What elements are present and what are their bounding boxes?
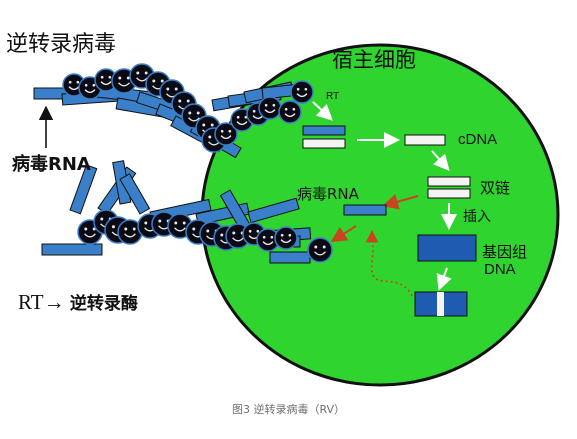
smiley-face-icon bbox=[94, 68, 118, 92]
rt-small-label: RT bbox=[326, 91, 340, 102]
rt-arrow bbox=[312, 101, 333, 121]
figure-caption: 图3 逆转录病毒（RV） bbox=[231, 403, 346, 416]
genome-dna-label-line2: DNA bbox=[484, 261, 516, 278]
new-viral-rna bbox=[343, 204, 387, 216]
rna-strand bbox=[41, 243, 103, 256]
transcription-arrow bbox=[382, 194, 419, 210]
rt-abbrev: RT bbox=[18, 290, 44, 314]
insertion-label: 插入 bbox=[463, 209, 491, 225]
viral-rna-outer-label: 病毒RNA bbox=[12, 154, 91, 175]
smiley-face-icon bbox=[258, 96, 282, 120]
expression-dotted-path bbox=[365, 229, 413, 297]
rna-strand bbox=[69, 164, 98, 215]
integrated-genome bbox=[414, 291, 468, 317]
rna-strand bbox=[119, 173, 151, 215]
rna-strand bbox=[247, 197, 300, 224]
rna-cdna-hybrid-top bbox=[302, 125, 346, 136]
smiley-face-icon bbox=[307, 237, 333, 263]
rt-enzyme-name: 逆转录酶 bbox=[69, 294, 138, 314]
double-strand-top bbox=[427, 176, 471, 187]
smiley-face-icon bbox=[290, 80, 314, 104]
viral-rna-inner-label: 病毒RNA bbox=[297, 185, 359, 203]
cdna-label: cDNA bbox=[458, 131, 498, 148]
smiley-face-icon bbox=[278, 100, 302, 124]
double-strand-bottom bbox=[427, 188, 471, 199]
genome-dna-label-line1: 基因组 bbox=[482, 243, 528, 261]
to-double-strand-arrow bbox=[431, 150, 450, 171]
assembly-arrow bbox=[330, 225, 357, 243]
rna-strand bbox=[269, 251, 311, 264]
upper-virus-chain bbox=[33, 63, 314, 159]
to-integrated-arrow bbox=[436, 267, 452, 291]
smiley-face-icon bbox=[214, 122, 238, 146]
cdna-strand bbox=[404, 134, 446, 146]
rna-cdna-hybrid-bottom bbox=[302, 138, 346, 149]
double-strand-label: 双链 bbox=[480, 179, 511, 197]
lower-virus-chain bbox=[41, 160, 333, 264]
rt-legend-arrow: → bbox=[43, 290, 65, 314]
rt-enzyme-legend: RT→ 逆转录酶 bbox=[18, 289, 138, 315]
retrovirus-title: 逆转录病毒 bbox=[6, 32, 117, 57]
smiley-face-icon bbox=[274, 226, 298, 250]
host-cell-label: 宿主细胞 bbox=[332, 48, 416, 72]
genome-dna-block bbox=[417, 234, 477, 262]
